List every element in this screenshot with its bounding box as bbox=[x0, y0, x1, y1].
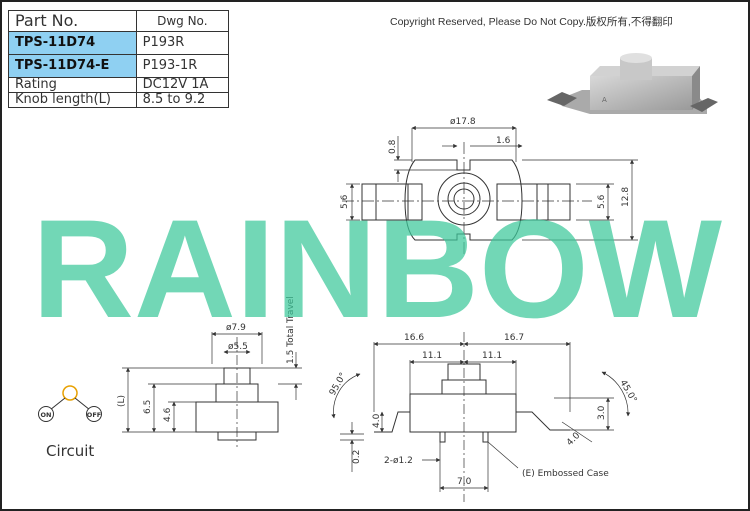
side-view bbox=[122, 331, 302, 447]
dim-1-6: 1.6 bbox=[496, 136, 511, 146]
table-row: Rating DC12V 1A bbox=[8, 77, 230, 93]
dim-5-6-right: 5.6 bbox=[597, 194, 607, 209]
part-number-table: Part No. Dwg No. TPS-11D74 P193R TPS-11D… bbox=[8, 10, 230, 108]
header-part-no: Part No. bbox=[8, 10, 137, 32]
circuit-off-label: OFF bbox=[87, 411, 101, 419]
dim-4-6: 4.6 bbox=[163, 407, 173, 422]
dim-L: (L) bbox=[117, 395, 127, 407]
drawing-number-cell: P193R bbox=[135, 31, 230, 55]
spec-label: Knob length(L) bbox=[8, 92, 137, 108]
dim-12-8: 12.8 bbox=[621, 187, 631, 207]
embossed-case-label: (E) Embossed Case bbox=[522, 469, 609, 479]
table-header-row: Part No. Dwg No. bbox=[8, 10, 230, 32]
dim-16-6: 16.6 bbox=[404, 333, 424, 343]
pins-dimension: 2-ø1.2 bbox=[384, 456, 413, 466]
spec-label: Rating bbox=[8, 77, 137, 93]
drawing-number-cell: P193-1R bbox=[135, 54, 230, 78]
total-travel: 1.5 Total Travel bbox=[286, 296, 296, 364]
watermark-text: RAINBOW bbox=[32, 190, 722, 347]
dim-7-0: 7.0 bbox=[457, 477, 472, 487]
dim-5-6-left: 5.6 bbox=[340, 194, 350, 209]
circuit-symbol: ON OFF bbox=[38, 385, 102, 422]
copyright-notice: Copyright Reserved, Please Do Not Copy.版… bbox=[390, 16, 673, 28]
circuit-label: Circuit bbox=[46, 442, 95, 460]
spec-value: DC12V 1A bbox=[135, 77, 230, 93]
dim-7-9: ø7.9 bbox=[226, 323, 246, 333]
header-dwg-no: Dwg No. bbox=[135, 10, 230, 32]
dim-0-8: 0.8 bbox=[388, 139, 398, 154]
dim-0-2: 0.2 bbox=[352, 450, 362, 464]
dim-4-0-left: 4.0 bbox=[372, 413, 382, 428]
part-number-cell: TPS-11D74-E bbox=[8, 54, 137, 78]
spec-value: 8.5 to 9.2 bbox=[135, 92, 230, 108]
top-view bbox=[342, 125, 638, 254]
dim-11-1-left: 11.1 bbox=[422, 351, 442, 361]
dim-11-1-right: 11.1 bbox=[482, 351, 502, 361]
circuit-on-label: ON bbox=[41, 411, 52, 419]
dim-6-5: 6.5 bbox=[143, 400, 153, 414]
dim-16-7: 16.7 bbox=[504, 333, 524, 343]
dim-17-8: ø17.8 bbox=[450, 117, 476, 127]
dim-5-5: ø5.5 bbox=[228, 342, 248, 352]
table-row: Knob length(L) 8.5 to 9.2 bbox=[8, 92, 230, 108]
table-row: TPS-11D74-E P193-1R bbox=[8, 54, 230, 78]
part-number-cell: TPS-11D74 bbox=[8, 31, 137, 55]
table-row: TPS-11D74 P193R bbox=[8, 31, 230, 55]
svg-text:A: A bbox=[602, 96, 607, 104]
dim-3-0: 3.0 bbox=[597, 405, 607, 420]
front-view bbox=[331, 332, 631, 502]
switch-product-image: A bbox=[547, 53, 718, 114]
